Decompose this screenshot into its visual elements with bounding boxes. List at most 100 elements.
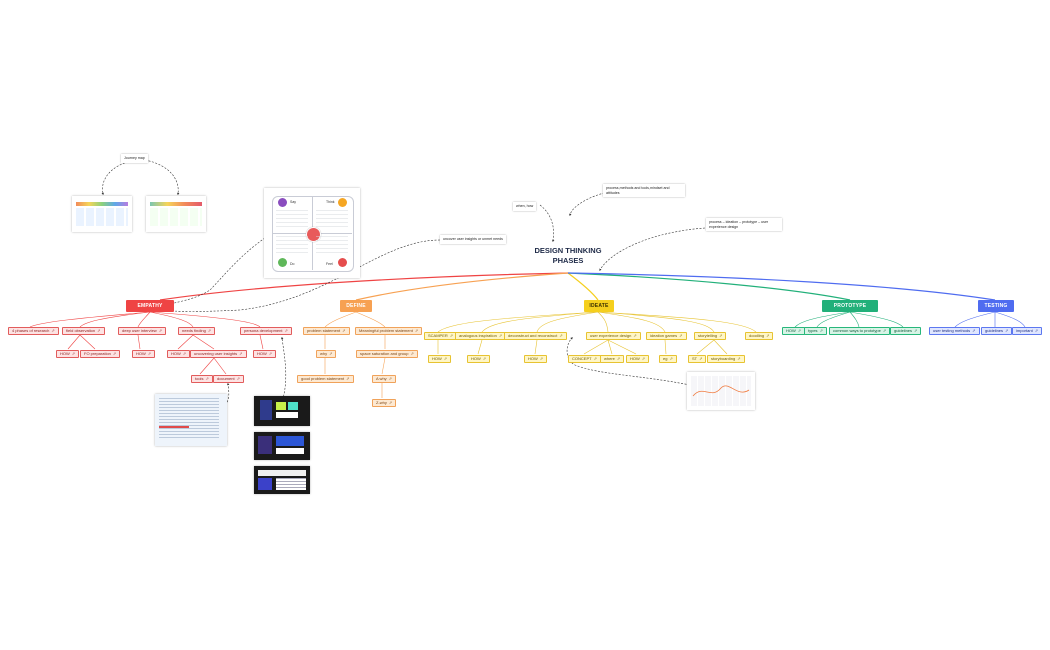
card-arrow: [161, 237, 266, 307]
link-icon: ⇗: [329, 351, 333, 356]
journey-map-image-1[interactable]: [72, 196, 132, 232]
when-how-note[interactable]: when, how: [513, 202, 537, 211]
link-icon: ⇗: [346, 376, 350, 381]
node-meaningful-problem-statement[interactable]: Meaningful problem statement⇗: [355, 327, 423, 335]
node-how-analogous[interactable]: HOW⇗: [467, 355, 491, 363]
branch-ideate: [567, 272, 599, 301]
link-icon: ⇗: [342, 328, 346, 333]
link-icon: ⇗: [284, 328, 288, 333]
link-icon: ⇗: [641, 356, 646, 361]
link-icon: ⇗: [482, 356, 487, 361]
uncover-arrow: [163, 239, 441, 312]
link-icon: ⇗: [414, 328, 419, 333]
phase-prototype[interactable]: PROTOTYPE: [822, 300, 878, 312]
node-a-why[interactable]: A why⇗: [372, 375, 397, 383]
link-icon: ⇗: [679, 333, 683, 338]
node-how-ux[interactable]: HOW⇗: [626, 355, 650, 363]
node-storyboarding[interactable]: storyboarding⇗: [707, 355, 745, 363]
link-icon: ⇗: [239, 351, 243, 356]
node-storytelling[interactable]: storytelling⇗: [694, 332, 727, 340]
node-types[interactable]: types⇗: [804, 327, 827, 335]
node-fo-preparation[interactable]: FO preparation⇗: [80, 350, 121, 358]
link-icon: ⇗: [205, 376, 209, 381]
branch-prototype: [567, 272, 851, 301]
node-deconstruct-reconstruct[interactable]: deconstruct and reconstruct⇗: [504, 332, 567, 340]
link-icon: ⇗: [449, 333, 454, 338]
testing-links: [954, 311, 1026, 328]
node-how-field[interactable]: HOW⇗: [56, 350, 80, 358]
phase-testing[interactable]: TESTING: [978, 300, 1014, 312]
journey-map-note[interactable]: Journey map: [121, 154, 148, 163]
node-scamper[interactable]: SCAMPER⇗: [424, 332, 458, 340]
node-user-experience-design[interactable]: user experience design⇗: [586, 332, 641, 340]
node-st[interactable]: ST⇗: [688, 355, 707, 363]
node-how-prototype[interactable]: HOW⇗: [782, 327, 806, 335]
node-tools[interactable]: tools⇗: [191, 375, 213, 383]
link-icon: ⇗: [882, 328, 887, 333]
link-icon: ⇗: [1034, 328, 1039, 333]
phase-ideate[interactable]: IDEATE: [584, 300, 614, 312]
ux-design-image[interactable]: [687, 372, 755, 410]
link-icon: ⇗: [1005, 328, 1009, 333]
document-image[interactable]: [155, 394, 227, 446]
node-4-phases-research[interactable]: 4 phases of research⇗: [8, 327, 59, 335]
node-common-ways-prototype[interactable]: common ways to prototype⇗: [829, 327, 891, 335]
link-icon: ⇗: [112, 351, 117, 356]
empathy-map-card[interactable]: Say Think Do Feel: [264, 188, 360, 278]
node-needs-finding[interactable]: needs finding⇗: [178, 327, 216, 335]
phase-empathy[interactable]: EMPATHY: [126, 300, 174, 312]
node-user-testing-methods[interactable]: user testing methods⇗: [929, 327, 980, 335]
node-document[interactable]: document⇗: [213, 375, 244, 383]
phase-define[interactable]: DEFINE: [340, 300, 372, 312]
node-field-observation[interactable]: field observation⇗: [62, 327, 105, 335]
node-why[interactable]: why⇗: [316, 350, 337, 358]
do-icon: [278, 258, 287, 267]
link-icon: ⇗: [71, 351, 76, 356]
link-icon: ⇗: [914, 328, 918, 333]
uncover-note[interactable]: uncover user insights or unmet needs: [440, 235, 506, 244]
link-icon: ⇗: [737, 356, 741, 361]
node-eg[interactable]: eg⇗: [659, 355, 677, 363]
do-label: Do: [290, 262, 295, 266]
link-icon: ⇗: [766, 333, 770, 338]
link-icon: ⇗: [388, 400, 393, 405]
process-flow-note[interactable]: process – ideation – prototype – user ex…: [706, 218, 782, 232]
journey-map-image-2[interactable]: [146, 196, 206, 232]
node-persona-development[interactable]: persona development⇗: [240, 327, 292, 335]
node-concept[interactable]: CONCEPT⇗: [568, 355, 601, 363]
node-good-problem-statement[interactable]: good problem statement⇗: [297, 375, 354, 383]
persona-image-3[interactable]: [254, 466, 310, 494]
branch-define: [355, 272, 569, 301]
root-title[interactable]: DESIGN THINKING PHASES: [534, 246, 602, 265]
link-icon: ⇗: [410, 351, 414, 356]
persona-image-2[interactable]: [254, 432, 310, 460]
node-important[interactable]: important⇗: [1012, 327, 1043, 335]
node-where[interactable]: where⇗: [600, 355, 625, 363]
node-how-needs[interactable]: HOW⇗: [167, 350, 191, 358]
node-space-saturation[interactable]: space saturation and group⇗: [356, 350, 418, 358]
link-icon: ⇗: [559, 333, 563, 338]
feel-icon: [338, 258, 347, 267]
process-methods-note[interactable]: process,methods and tools,mindset and at…: [603, 184, 685, 198]
node-analogous-inspiration[interactable]: analogous inspiration⇗: [455, 332, 507, 340]
feel-label: Feel: [326, 262, 333, 266]
think-icon: [338, 198, 347, 207]
node-doodling[interactable]: doodling⇗: [745, 332, 774, 340]
link-icon: ⇗: [147, 351, 152, 356]
node-deep-user-interview[interactable]: deep user interview⇗: [118, 327, 167, 335]
journey-arrow-right: [144, 159, 180, 196]
node-ideation-games[interactable]: ideation games⇗: [646, 332, 687, 340]
persona-image-1[interactable]: [254, 396, 310, 426]
node-how-interview[interactable]: HOW⇗: [132, 350, 156, 358]
node-guidelines-testing[interactable]: guidelines⇗: [981, 327, 1013, 335]
link-icon: ⇗: [819, 328, 823, 333]
node-problem-statement[interactable]: problem statement⇗: [303, 327, 350, 335]
node-how-scamper[interactable]: HOW⇗: [428, 355, 452, 363]
link-icon: ⇗: [633, 333, 637, 338]
node-how-persona[interactable]: HOW⇗: [253, 350, 277, 358]
node-how-deconstruct[interactable]: HOW⇗: [524, 355, 548, 363]
node-uncovering-user-insights[interactable]: uncovering user insights⇗: [190, 350, 247, 358]
node-z-why[interactable]: Z-why⇗: [372, 399, 397, 407]
node-guidelines-prototype[interactable]: guidelines⇗: [890, 327, 922, 335]
